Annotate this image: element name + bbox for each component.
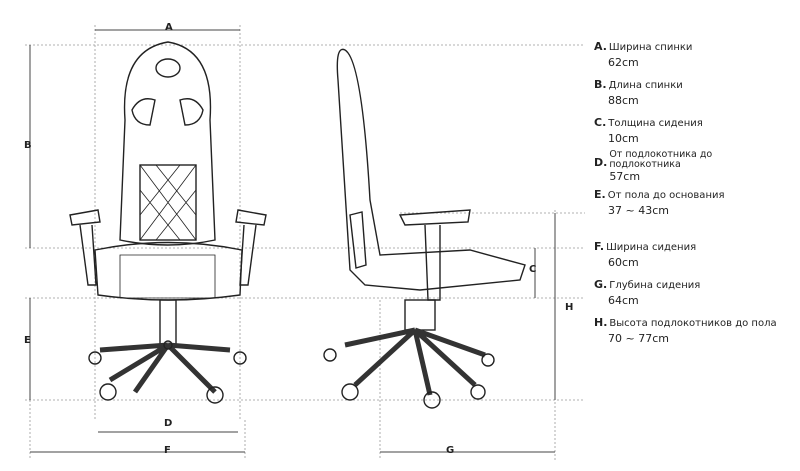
spec-value: 62cm [608,56,639,69]
spec-value: 88cm [608,94,639,107]
dimension-lines [29,29,556,453]
guide-lines [25,25,585,460]
dimension-label-c: C [529,264,537,275]
spec-key: D. [594,156,608,169]
spec-label: Ширина спинки [608,42,693,53]
dimension-label-b: B [24,140,32,151]
front-view-chair [69,41,267,404]
spec-value: 10cm [608,132,639,145]
spec-key: C. [594,116,607,129]
spec-key: G. [594,278,608,291]
spec-label: Высота подлокотников до пола [609,318,777,329]
spec-key: F. [594,240,605,253]
side-view-chair [323,48,526,409]
spec-h: H.Высота подлокотников до пола 70 ~ 77cm [594,316,777,345]
dimension-label-g: G [446,445,455,456]
spec-label: От пола до основания [607,190,725,201]
dimension-label-a: A [165,22,173,33]
spec-f: F.Ширина сидения 60cm [594,240,696,269]
spec-label: Толщина сидения [608,118,703,129]
spec-b: B.Длина спинки 88cm [594,78,683,107]
dimension-label-d: D [164,418,173,429]
spec-c: C.Толщина сидения 10cm [594,116,703,145]
spec-value: 70 ~ 77cm [608,332,669,345]
spec-key: E. [594,188,606,201]
spec-label: Глубина сидения [609,280,701,291]
spec-key: B. [594,78,607,91]
spec-e: E.От пола до основания 37 ~ 43cm [594,188,725,217]
spec-value: 64cm [608,294,639,307]
spec-value: 60cm [608,256,639,269]
spec-label: Ширина сидения [606,242,697,253]
spec-a: A.Ширина спинки 62cm [594,40,692,69]
dimension-label-e: E [24,335,31,346]
dimension-label-f: F [164,445,171,456]
spec-key: H. [594,316,608,329]
spec-key: A. [594,40,607,53]
spec-label: От подлокотника до подлокотника [609,149,713,170]
dimension-label-h: H [565,302,574,313]
spec-value: 37 ~ 43cm [608,204,669,217]
spec-g: G.Глубина сидения 64cm [594,278,700,307]
spec-label: Длина спинки [608,80,683,91]
spec-value: 57cm [609,170,641,183]
